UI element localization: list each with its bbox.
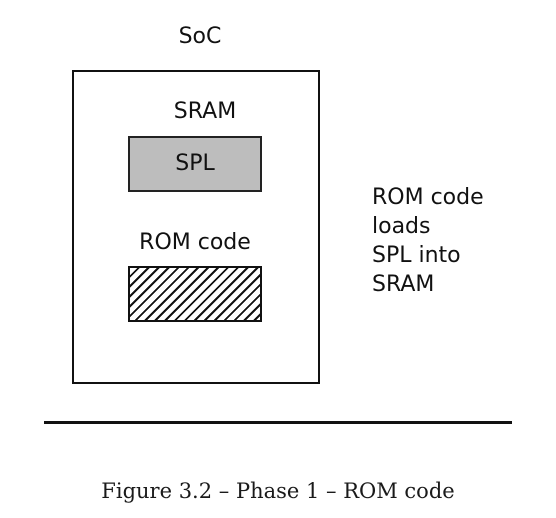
description-line: loads [372,214,431,239]
soc-label: SoC [178,24,222,49]
description-line: SRAM [372,272,435,297]
description-text: ROM code loads SPL into SRAM [372,183,542,299]
sram-label: SRAM [173,99,237,124]
spl-block: SPL [128,136,262,192]
rom-code-label: ROM code [139,230,251,255]
spl-label: SPL [175,151,215,176]
description-line: ROM code [372,185,484,210]
figure-caption: Figure 3.2 – Phase 1 – ROM code [101,479,455,503]
horizontal-rule [44,421,512,424]
description-line: SPL into [372,243,461,268]
soc-box [72,70,320,384]
rom-code-block [128,266,262,322]
